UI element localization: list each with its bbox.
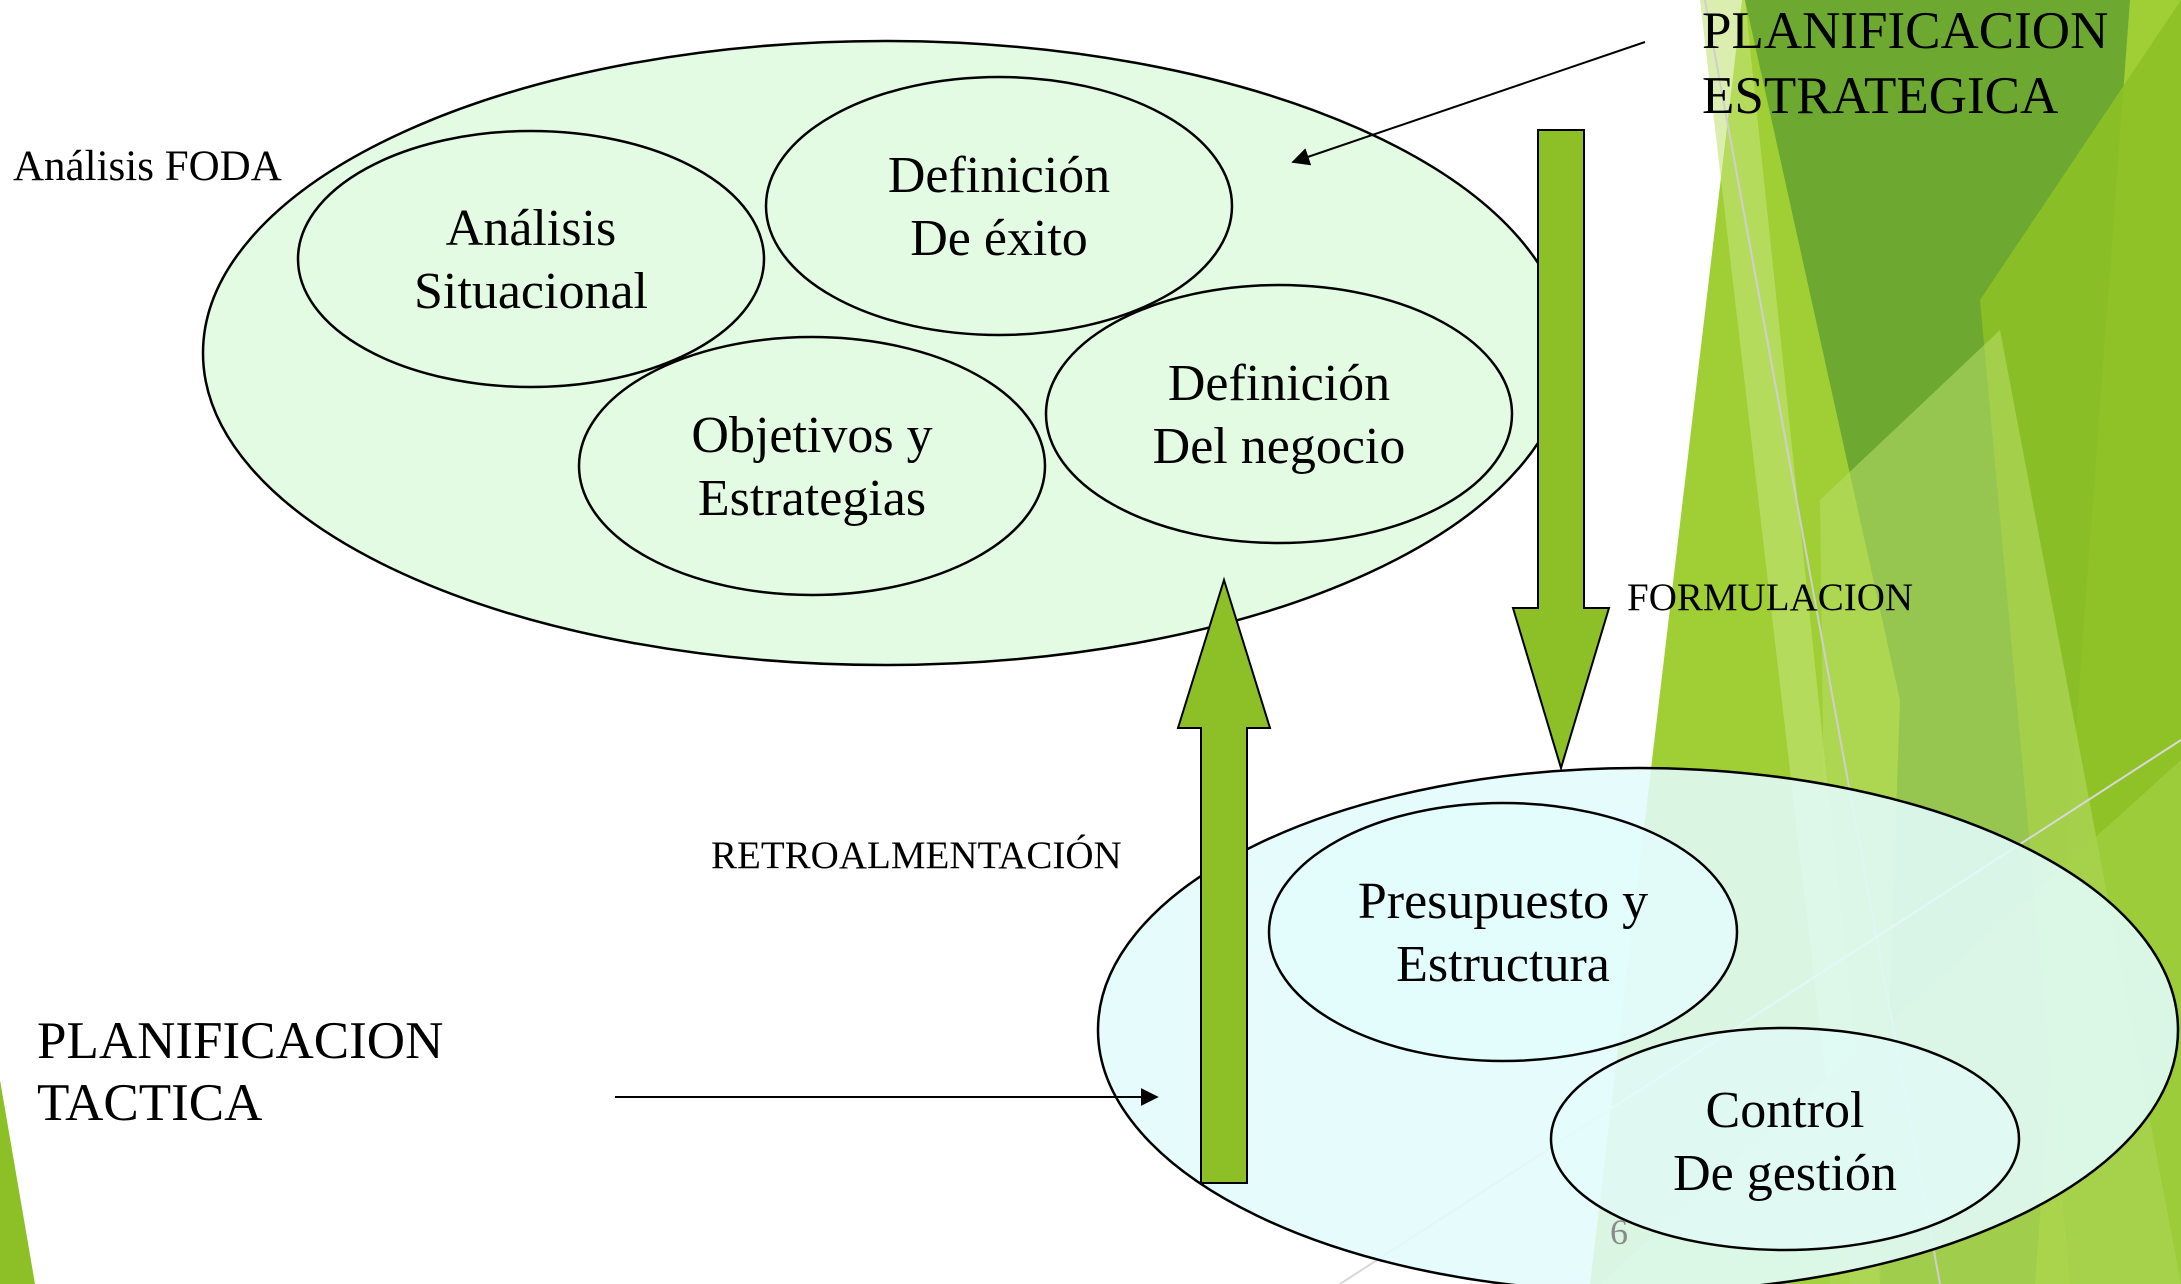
node-situational-analysis: [296, 129, 766, 389]
node-business-label-1: Definición: [1168, 355, 1390, 412]
node-objectives-label-2: Estrategias: [698, 470, 926, 527]
node-control-label-2: De gestión: [1673, 1145, 1897, 1202]
feedback-label: RETROALMENTACIÓN: [711, 833, 1122, 877]
node-situational-label-1: Análisis: [446, 200, 616, 257]
formulation-arrow: [1511, 129, 1611, 772]
node-objectives-strategies: [577, 335, 1047, 597]
node-management-control: [1549, 1026, 2021, 1252]
strategic-title: PLANIFICACION: [1702, 2, 2108, 60]
tactical-title-line2: TACTICA: [37, 1074, 262, 1132]
node-success-label-1: Definición: [888, 147, 1110, 204]
node-success-definition: [764, 75, 1234, 337]
foda-label: Análisis FODA: [13, 143, 282, 190]
node-budget-label-2: Estructura: [1396, 936, 1610, 993]
node-business-label-2: Del negocio: [1153, 418, 1406, 475]
feedback-arrow: [1176, 576, 1272, 1184]
node-budget-label-1: Presupuesto y: [1358, 873, 1648, 930]
strategic-title-line2: ESTRATEGICA: [1702, 67, 2058, 125]
page-number: 6: [1610, 1212, 1628, 1252]
strategic-pointer-line: [1291, 41, 1646, 166]
tactical-title: PLANIFICACION: [37, 1012, 443, 1070]
node-objectives-label-1: Objetivos y: [691, 407, 932, 464]
node-budget-structure: [1267, 801, 1739, 1063]
node-situational-label-2: Situacional: [414, 263, 648, 320]
node-success-label-2: De éxito: [910, 210, 1088, 267]
node-control-label-1: Control: [1706, 1082, 1865, 1139]
node-business-definition: [1044, 283, 1514, 545]
formulation-label: FORMULACION: [1627, 576, 1913, 619]
